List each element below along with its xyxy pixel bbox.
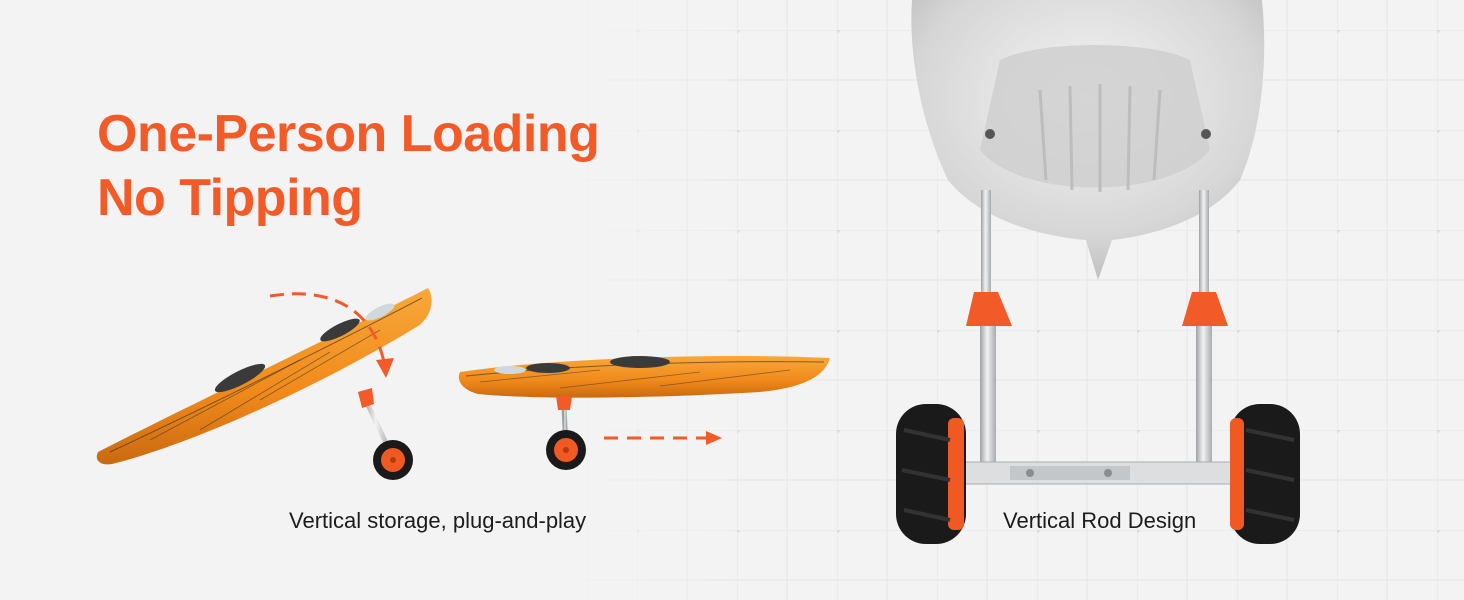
headline-line-2: No Tipping [97,169,363,227]
kayak-tilted [96,288,432,465]
arrow-right-dashed-icon [604,431,722,445]
vertical-rod-cart [896,190,1300,544]
kayak-hull-underside [911,0,1265,280]
caption-vertical-storage: Vertical storage, plug-and-play [289,508,587,533]
cart-wheel-tilted [358,388,413,480]
arrow-curve-down-icon [269,292,394,378]
headline: One-Person Loading No Tipping [97,102,600,230]
caption-vertical-rod: Vertical Rod Design [1003,508,1197,533]
kayak-level [458,355,830,398]
cart-wheel-level [546,396,586,470]
headline-line-1: One-Person Loading [97,105,600,163]
